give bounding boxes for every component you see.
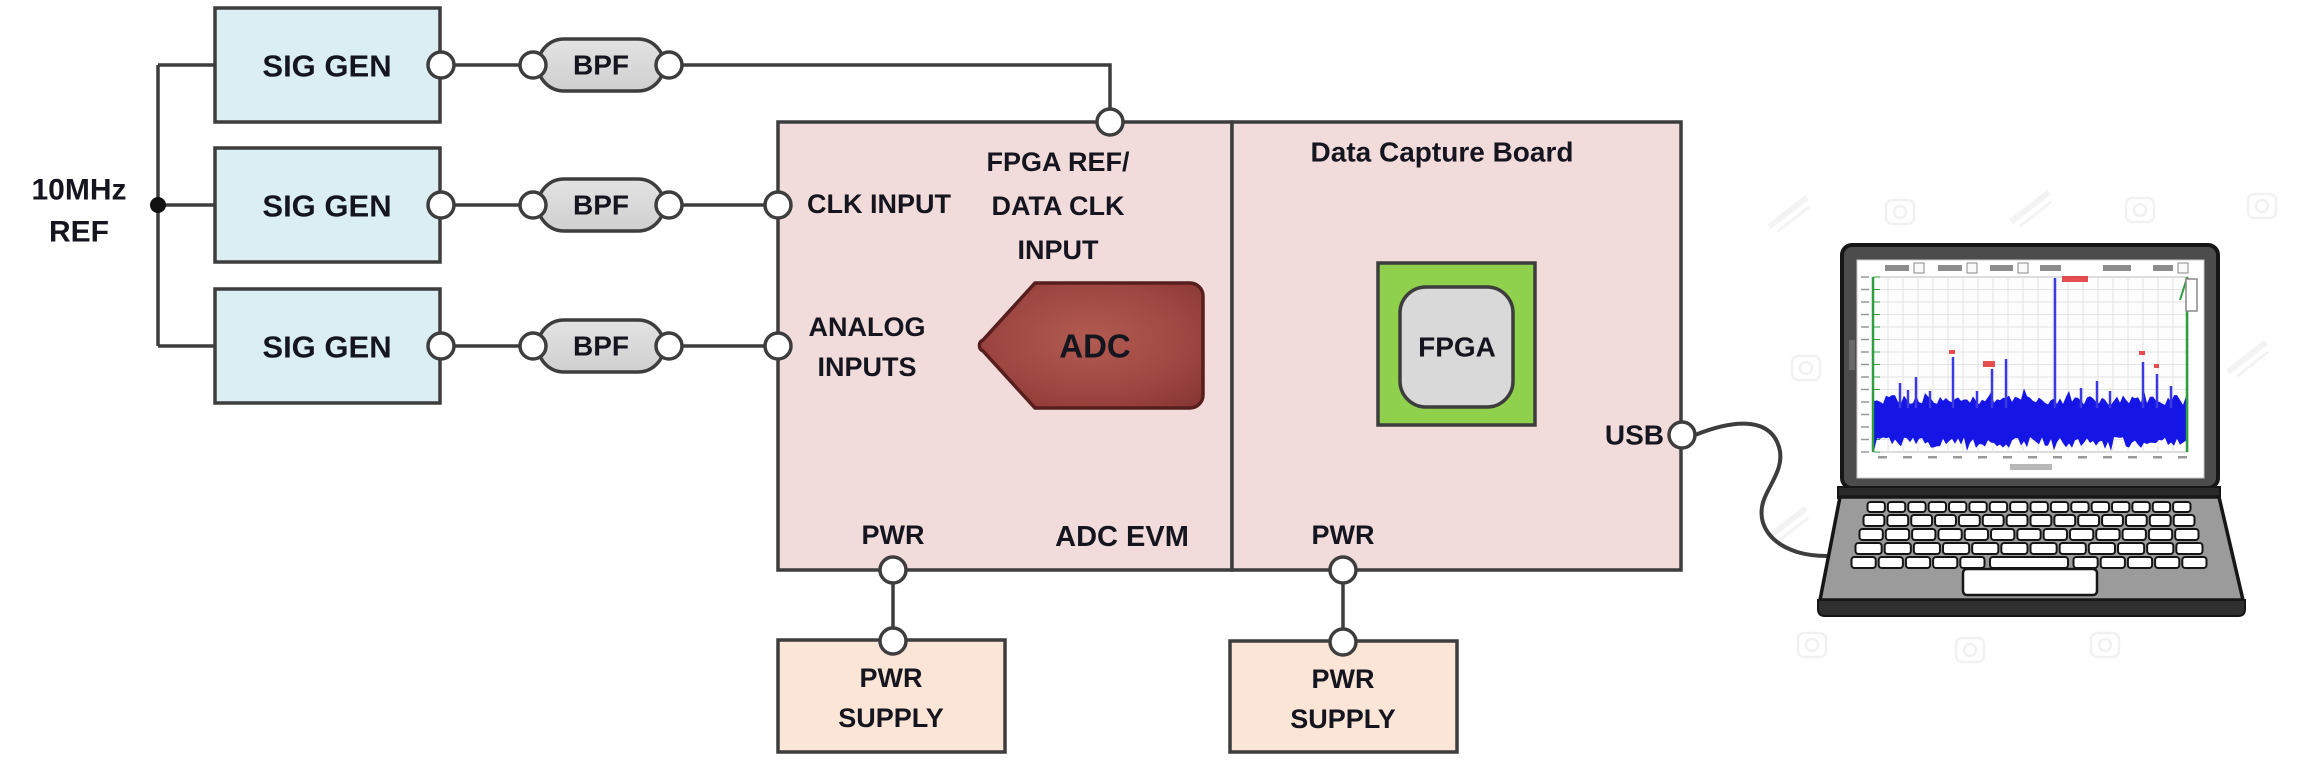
bpf-2-label: BPF <box>573 190 629 221</box>
port-bpf2-out <box>654 190 684 220</box>
port-bpf2-in <box>518 190 548 220</box>
pwr-supply-1-box <box>776 638 1007 754</box>
port-adc-evm-pwr <box>878 555 908 585</box>
sig-gen-2-box <box>213 146 442 264</box>
adc-chip-label: ADC <box>1059 328 1131 365</box>
bpf-blocks: BPF BPF BPF <box>536 37 666 374</box>
port-siggen1-out <box>426 50 456 80</box>
pwr-supply-2-label-line1: PWR <box>1312 664 1375 694</box>
port-usb <box>1667 420 1697 450</box>
wires <box>156 63 1828 629</box>
laptop <box>1766 189 2278 664</box>
usb-label: USB <box>1605 420 1664 451</box>
port-clk-input <box>763 190 793 220</box>
adc-chip <box>977 281 1205 410</box>
y-axis-title-blob <box>1849 340 1855 370</box>
sig-gen-3-label: SIG GEN <box>262 330 391 365</box>
adc-evm-pwr-label: PWR <box>862 520 925 550</box>
port-bpf3-out <box>654 331 684 361</box>
port-dcb-pwr <box>1328 555 1358 585</box>
laptop-trackpad <box>1961 567 2099 597</box>
ports <box>426 50 1697 657</box>
port-bpf1-in <box>518 50 548 80</box>
fft-spurs <box>1898 276 2173 408</box>
dcb-pwr-label: PWR <box>1312 520 1375 550</box>
x-axis-title-blob <box>2010 464 2052 470</box>
port-siggen3-out <box>426 331 456 361</box>
spectrum-analyzer-screenshot <box>1849 262 2198 470</box>
sig-gen-1-label: SIG GEN <box>262 49 391 84</box>
bpf1-to-fpga-ref-wire <box>682 63 1112 109</box>
port-pwr-supply-1 <box>878 626 908 656</box>
sig-gen-3-box <box>213 287 442 405</box>
fpga-ref-label-line1: FPGA REF/ <box>986 147 1130 177</box>
port-siggen2-out <box>426 190 456 220</box>
ref-junction-dot <box>150 197 166 213</box>
bpf-1-label: BPF <box>573 50 629 81</box>
plot-legend-box <box>2185 278 2198 312</box>
port-pwr-supply-2 <box>1328 627 1358 657</box>
pwr-supply-2-box <box>1228 639 1459 754</box>
ref-label-line2: REF <box>49 216 109 249</box>
analog-inputs-label-line1: ANALOG <box>809 312 926 342</box>
port-bpf1-out <box>654 50 684 80</box>
pwr-supply-2-label-line2: SUPPLY <box>1290 704 1396 734</box>
plot-axis-ticks <box>1861 276 2187 459</box>
laptop-base <box>1817 599 2246 617</box>
port-bpf3-in <box>518 331 548 361</box>
adc-evm-board-label: ADC EVM <box>1055 521 1189 553</box>
ref-label-line1: 10MHz <box>31 174 126 207</box>
fpga-chip-label: FPGA <box>1418 332 1496 363</box>
sig-gen-2-label: SIG GEN <box>262 189 391 224</box>
stock-watermarks <box>1766 189 2278 664</box>
fpga-die <box>1398 285 1515 409</box>
data-capture-board-label: Data Capture Board <box>1311 137 1574 168</box>
pwr-supply-1-label-line1: PWR <box>860 663 923 693</box>
fpga-ref-label-line3: INPUT <box>1018 235 1100 265</box>
sig-gen-blocks: SIG GEN SIG GEN SIG GEN <box>213 6 442 405</box>
clk-input-label: CLK INPUT <box>807 189 951 219</box>
keyboard-keys <box>1850 501 2208 569</box>
fpga-ref-label-line2: DATA CLK <box>992 191 1125 221</box>
bpf-3-label: BPF <box>573 331 629 362</box>
analog-inputs-label-line2: INPUTS <box>817 352 916 382</box>
port-analog-inputs <box>763 331 793 361</box>
port-fpga-ref-input <box>1095 107 1125 137</box>
app-toolbar <box>1885 262 2189 274</box>
pwr-supply-1-label-line2: SUPPLY <box>838 703 944 733</box>
usb-cable <box>1694 421 1828 558</box>
